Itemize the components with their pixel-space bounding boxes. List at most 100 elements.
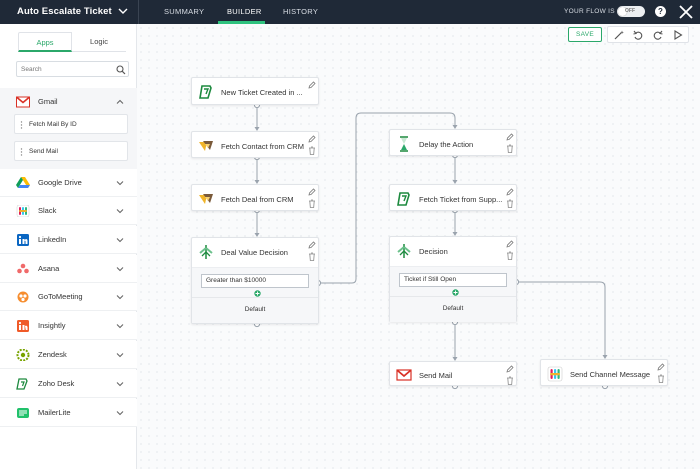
- trash-icon[interactable]: [506, 199, 514, 208]
- slack-icon: [16, 205, 30, 217]
- add-condition-icon[interactable]: [254, 290, 261, 297]
- trash-icon[interactable]: [308, 199, 316, 208]
- save-button[interactable]: SAVE: [568, 27, 602, 42]
- tab-builder[interactable]: BUILDER: [227, 7, 262, 16]
- app-name: LinkedIn: [38, 235, 67, 244]
- play-icon[interactable]: [673, 30, 683, 40]
- drag-handle-icon[interactable]: [20, 121, 23, 129]
- gmail-icon: [396, 369, 412, 381]
- zendesk-icon: [16, 349, 30, 361]
- chevron-up-icon[interactable]: [116, 98, 124, 106]
- tab-history[interactable]: HISTORY: [283, 7, 319, 16]
- trash-icon[interactable]: [308, 146, 316, 155]
- decision-icon: [397, 244, 411, 258]
- condition-field[interactable]: Ticket if Still Open: [399, 273, 507, 287]
- app-row-gotomeeting[interactable]: GoToMeeting: [0, 283, 137, 311]
- top-bar: Auto Escalate Ticket SUMMARY BUILDER HIS…: [0, 0, 700, 24]
- app-row-google-drive[interactable]: Google Drive: [0, 169, 137, 197]
- app-row-zendesk[interactable]: Zendesk: [0, 341, 137, 369]
- chevron-down-icon[interactable]: [116, 380, 124, 388]
- header-divider: [138, 0, 139, 24]
- search-box: [16, 61, 129, 77]
- chevron-down-icon[interactable]: [116, 351, 124, 359]
- chevron-down-icon[interactable]: [116, 293, 124, 301]
- app-row-zoho-desk[interactable]: Zoho Desk: [0, 370, 137, 398]
- edit-icon[interactable]: [657, 363, 665, 371]
- action-fetch-mail-by-id[interactable]: Fetch Mail By ID: [14, 114, 128, 134]
- insightly-icon: [17, 320, 29, 332]
- node-title: Fetch Contact from CRM: [221, 142, 304, 151]
- help-icon[interactable]: ?: [655, 6, 666, 17]
- node-decision[interactable]: Decision Ticket if Still Open Default: [389, 236, 517, 322]
- node-title: Delay the Action: [419, 140, 474, 149]
- flow-title[interactable]: Auto Escalate Ticket: [17, 6, 112, 17]
- edit-icon[interactable]: [308, 241, 316, 249]
- sidebar-tabs: Apps Logic: [18, 32, 126, 52]
- slack-icon: [547, 366, 563, 382]
- chevron-down-icon[interactable]: [116, 322, 124, 330]
- chevron-down-icon[interactable]: [116, 265, 124, 273]
- undo-icon[interactable]: [633, 30, 643, 40]
- node-fetch-deal[interactable]: Fetch Deal from CRM: [191, 184, 319, 211]
- app-row-slack[interactable]: Slack: [0, 197, 137, 225]
- action-send-mail[interactable]: Send Mail: [14, 141, 128, 161]
- edit-icon[interactable]: [506, 240, 514, 248]
- drag-handle-icon[interactable]: [20, 148, 23, 156]
- node-title: New Ticket Created in ...: [221, 88, 303, 97]
- chevron-down-icon[interactable]: [116, 207, 124, 215]
- app-name: Google Drive: [38, 178, 82, 187]
- tab-apps[interactable]: Apps: [18, 32, 72, 52]
- chevron-down-icon[interactable]: [116, 409, 124, 417]
- decision-icon: [199, 245, 213, 259]
- node-send-channel-message[interactable]: Send Channel Message: [540, 359, 668, 386]
- app-row-gmail[interactable]: Gmail: [0, 88, 137, 116]
- app-row-mailerlite[interactable]: MailerLite: [0, 399, 137, 427]
- edit-icon[interactable]: [308, 81, 316, 89]
- zoho-desk-icon: [199, 85, 212, 99]
- edit-icon[interactable]: [506, 188, 514, 196]
- tab-logic[interactable]: Logic: [72, 32, 126, 52]
- action-label: Send Mail: [29, 148, 58, 155]
- trash-icon[interactable]: [657, 374, 665, 383]
- close-icon[interactable]: [677, 3, 695, 21]
- edit-icon[interactable]: [308, 188, 316, 196]
- chevron-down-icon[interactable]: [116, 179, 124, 187]
- trash-icon[interactable]: [506, 251, 514, 260]
- edit-icon[interactable]: [308, 135, 316, 143]
- condition-field[interactable]: Greater than $10000: [201, 274, 309, 288]
- edit-icon[interactable]: [506, 133, 514, 141]
- magic-wand-icon[interactable]: [614, 30, 624, 40]
- app-row-asana[interactable]: Asana: [0, 255, 137, 283]
- search-input[interactable]: [21, 64, 111, 75]
- app-sidebar: Apps Logic Gmail Fetch Mail By ID Send M…: [0, 24, 137, 469]
- active-tab-indicator: [218, 21, 265, 24]
- crm-icon: [199, 141, 213, 151]
- node-fetch-contact[interactable]: Fetch Contact from CRM: [191, 131, 319, 158]
- add-condition-icon[interactable]: [452, 289, 459, 296]
- trash-icon[interactable]: [506, 376, 514, 385]
- crm-icon: [199, 194, 213, 204]
- redo-icon[interactable]: [653, 30, 663, 40]
- node-fetch-ticket[interactable]: Fetch Ticket from Supp...: [389, 184, 517, 211]
- app-row-insightly[interactable]: Insightly: [0, 312, 137, 340]
- node-delay[interactable]: Delay the Action: [389, 129, 517, 156]
- node-title: Fetch Ticket from Supp...: [419, 195, 503, 204]
- edit-icon[interactable]: [506, 365, 514, 373]
- asana-icon: [17, 263, 29, 274]
- action-label: Fetch Mail By ID: [29, 121, 77, 128]
- flow-status-label: YOUR FLOW IS: [564, 8, 615, 15]
- node-deal-value-decision[interactable]: Deal Value Decision Greater than $10000 …: [191, 237, 319, 324]
- node-send-mail[interactable]: Send Mail: [389, 361, 517, 386]
- trash-icon[interactable]: [308, 252, 316, 261]
- flow-toggle[interactable]: OFF: [617, 6, 645, 17]
- chevron-down-icon[interactable]: [117, 5, 129, 17]
- node-title: Send Mail: [419, 371, 453, 380]
- zoho-desk-icon: [397, 192, 410, 206]
- chevron-down-icon[interactable]: [116, 236, 124, 244]
- tab-summary[interactable]: SUMMARY: [164, 7, 205, 16]
- app-row-linkedin[interactable]: LinkedIn: [0, 226, 137, 254]
- toggle-knob: [618, 7, 627, 16]
- node-trigger[interactable]: New Ticket Created in ...: [191, 77, 319, 105]
- trash-icon[interactable]: [506, 144, 514, 153]
- search-icon[interactable]: [116, 65, 126, 75]
